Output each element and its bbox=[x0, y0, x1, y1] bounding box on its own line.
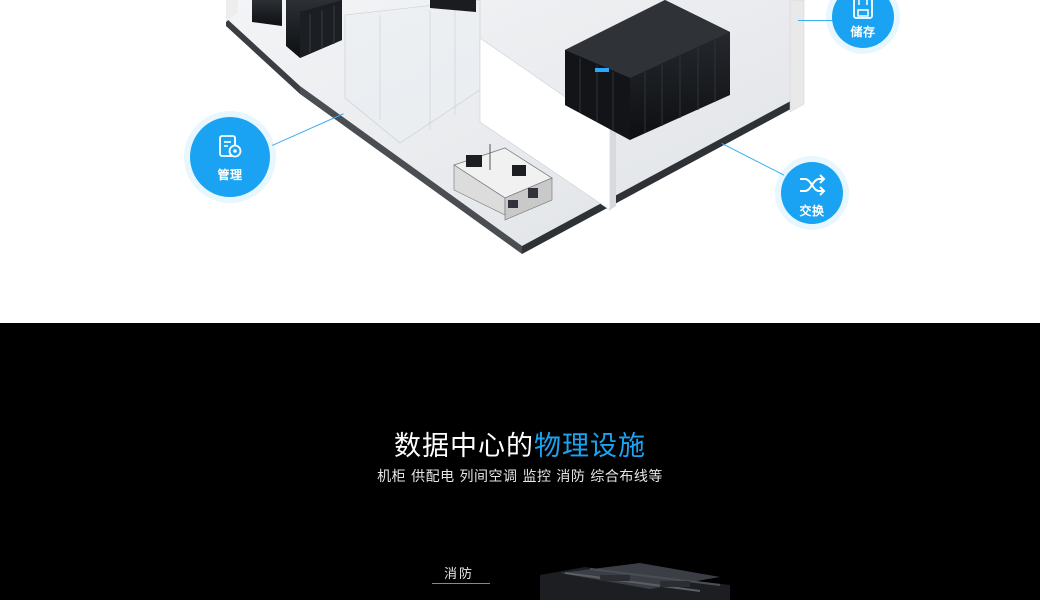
right-wall bbox=[789, 0, 805, 113]
exchange-badge: 交换 bbox=[781, 162, 843, 224]
server-racks-left bbox=[252, 0, 342, 58]
room-slab-edge bbox=[300, 86, 522, 254]
section-subtitle: 机柜 供配电 列间空调 监控 消防 综合布线等 bbox=[377, 469, 663, 485]
data-center-room-illustration bbox=[226, 0, 805, 254]
shuffle-arrows-icon bbox=[800, 174, 826, 196]
manage-label: 管理 bbox=[217, 168, 243, 182]
fire-protection-callout: 消防 bbox=[444, 567, 475, 582]
connector-line-storage bbox=[798, 20, 834, 21]
facility-frame-graphic bbox=[540, 563, 730, 600]
manage-badge: 管理 bbox=[190, 117, 270, 197]
section-title-main: 数据中心的 bbox=[394, 431, 534, 462]
storage-label: 储存 bbox=[850, 25, 876, 39]
gear-document-icon bbox=[219, 135, 242, 158]
fire-protection-callout-line bbox=[432, 583, 490, 584]
floppy-disk-icon bbox=[853, 0, 873, 19]
section-title-highlight: 物理设施 bbox=[534, 431, 646, 462]
physical-facilities-section bbox=[0, 323, 1040, 600]
server-pod-main bbox=[565, 0, 730, 140]
section-title: 数据中心的物理设施 bbox=[0, 424, 1040, 463]
data-center-illustration-section: 管理 储存 交换 bbox=[190, 0, 894, 254]
storage-badge: 储存 bbox=[832, 0, 894, 48]
exchange-label: 交换 bbox=[799, 204, 825, 218]
office-workstation bbox=[453, 144, 553, 221]
